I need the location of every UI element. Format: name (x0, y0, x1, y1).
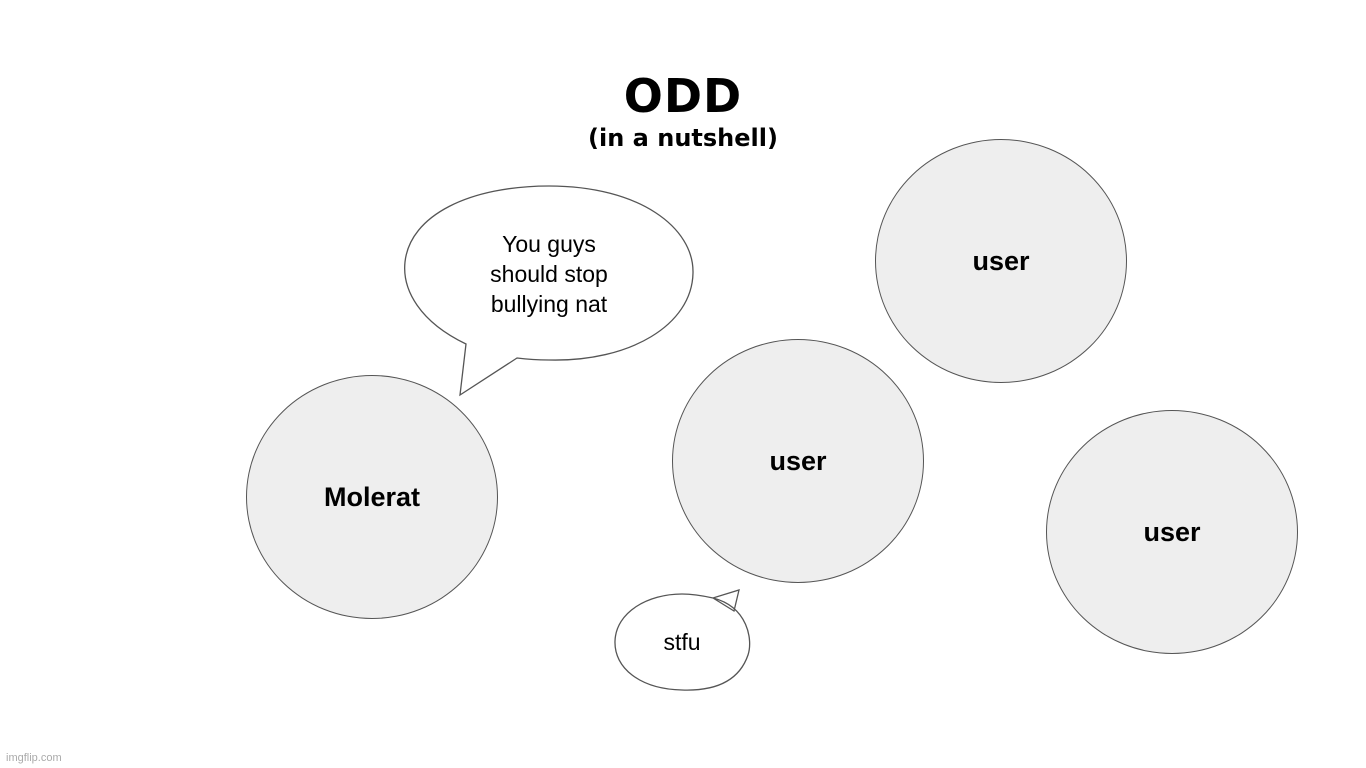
node-user-top: user (875, 139, 1127, 383)
speech-text-reply: stfu (663, 629, 701, 655)
watermark: imgflip.com (6, 752, 62, 764)
node-label-molerat: Molerat (323, 481, 421, 512)
page-subtitle: (in a nutshell) (588, 124, 778, 152)
node-user-right: user (1046, 410, 1298, 654)
node-user-middle: user (672, 339, 924, 583)
speech-text-molerat: You guys should stop bullying nat (490, 231, 608, 317)
node-label-user-top: user (972, 245, 1030, 276)
node-label-user-right: user (1143, 516, 1201, 547)
node-molerat: Molerat (246, 375, 498, 619)
page-title: ODD (623, 69, 743, 123)
node-label-user-middle: user (769, 445, 827, 476)
